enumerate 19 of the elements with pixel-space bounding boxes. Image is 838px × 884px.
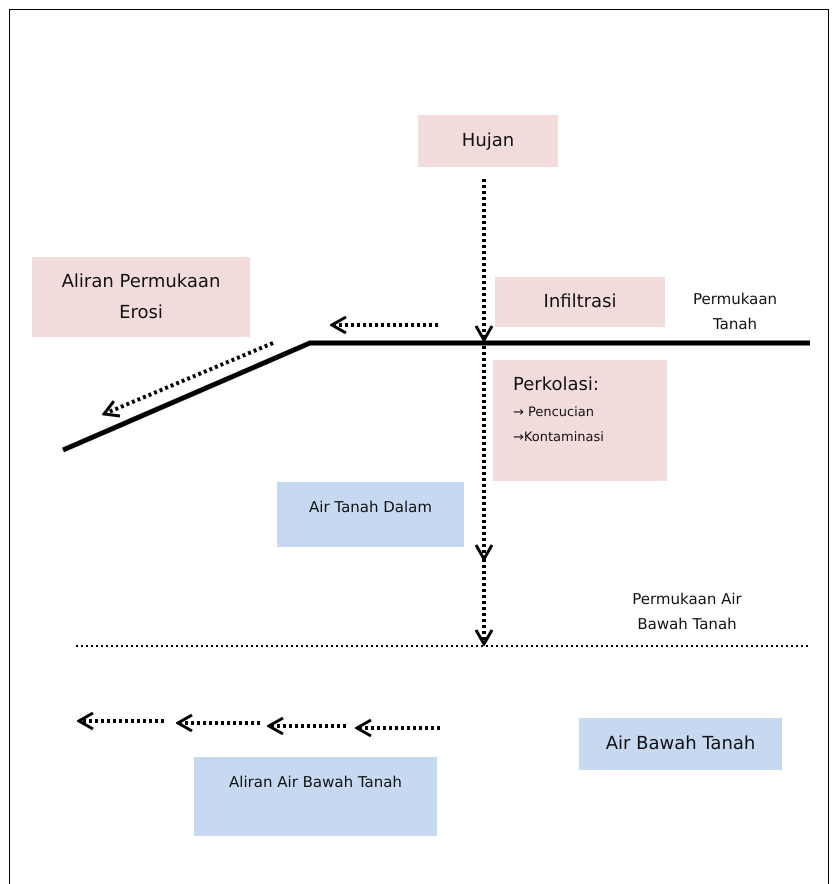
process-box xyxy=(32,257,250,337)
surface-label: Permukaan Air Bawah Tanah xyxy=(631,589,743,635)
node-label: Perkolasi: xyxy=(513,373,599,397)
node-label: Infiltrasi xyxy=(544,290,616,314)
arrow xyxy=(474,179,494,342)
zone-box xyxy=(579,718,782,770)
zone-box xyxy=(194,757,437,836)
node-label: Aliran Air Bawah Tanah xyxy=(229,772,402,793)
zone-box xyxy=(277,482,464,547)
node-label: Hujan xyxy=(462,129,514,153)
list-item: → Pencucian xyxy=(513,404,594,422)
node-label: Air Tanah Dalam xyxy=(309,497,432,518)
node-label: Aliran Permukaan Erosi xyxy=(60,270,222,325)
list-item: →Kontaminasi xyxy=(513,429,604,447)
process-box xyxy=(493,360,667,481)
process-box xyxy=(418,115,558,167)
surface-label: Permukaan Tanah xyxy=(692,289,778,335)
node-label: Air Bawah Tanah xyxy=(606,732,756,756)
process-box xyxy=(495,277,665,327)
